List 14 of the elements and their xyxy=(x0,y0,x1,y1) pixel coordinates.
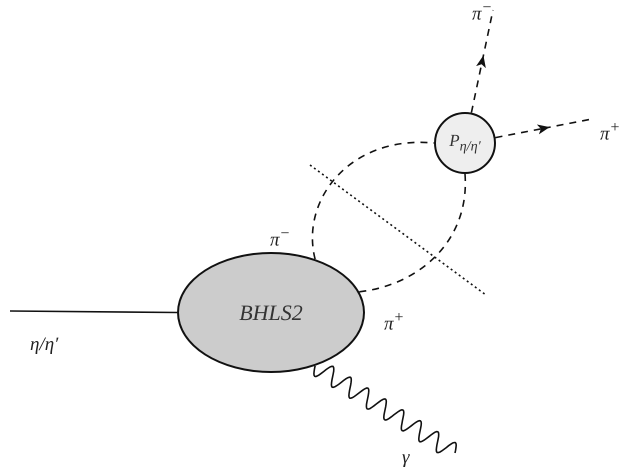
vertex-label: P$_{η/η′}$ xyxy=(449,130,481,156)
vertex-label: BHLS2 xyxy=(239,300,303,326)
photon-line xyxy=(313,365,457,454)
particle-label: π$^{−}$ xyxy=(270,226,290,250)
particle-label: π$^{+}$ xyxy=(600,120,620,144)
pion-line xyxy=(312,142,434,260)
particle-line xyxy=(10,310,177,314)
pion-line xyxy=(470,55,486,113)
particle-label: γ xyxy=(402,448,410,467)
particle-label: η/η′ xyxy=(30,335,58,354)
pion-line xyxy=(359,174,466,293)
particle-label: π$^{−}$ xyxy=(472,0,492,24)
particle-label: π$^{+}$ xyxy=(384,310,404,334)
pion-line xyxy=(495,124,550,138)
